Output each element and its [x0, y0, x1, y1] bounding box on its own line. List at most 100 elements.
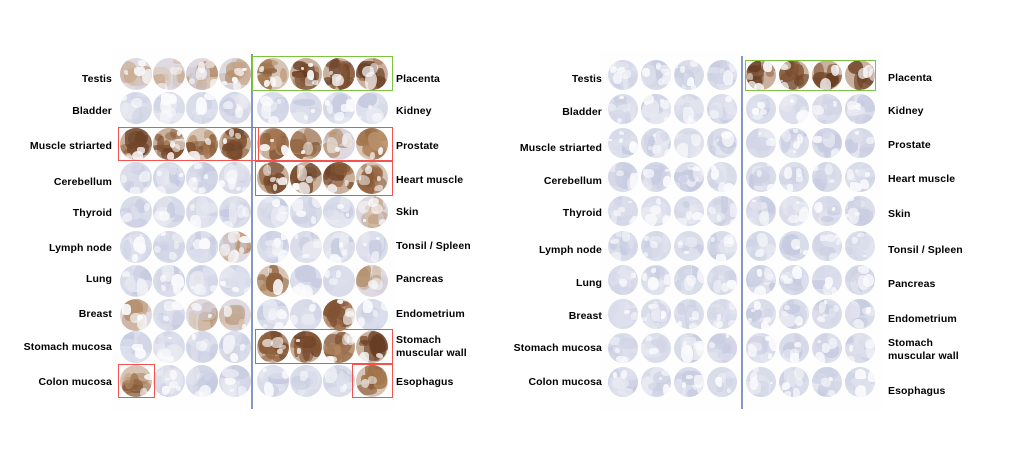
tissue-texture-blob — [356, 383, 377, 395]
tissue-core — [356, 365, 388, 397]
tissue-core — [746, 299, 776, 329]
tissue-void — [192, 238, 203, 249]
tissue-core — [186, 299, 218, 331]
tissue-void — [273, 279, 284, 296]
tissue-texture-blob — [612, 100, 629, 111]
tissue-void — [831, 207, 836, 212]
tissue-texture-blob — [340, 196, 350, 212]
tissue-core — [356, 92, 388, 124]
tissue-texture-blob — [758, 166, 776, 185]
tissue-core — [120, 128, 152, 160]
tissue-void — [752, 367, 760, 372]
tissue-void — [767, 162, 771, 166]
tissue-texture-blob — [234, 333, 251, 346]
tissue-core — [153, 365, 185, 397]
tissue-texture-blob — [356, 266, 371, 287]
tissue-core — [257, 231, 289, 263]
tissue-texture-blob — [209, 145, 216, 158]
tissue-void — [235, 186, 241, 192]
tissue-void — [344, 331, 355, 343]
tissue-texture-blob — [323, 141, 340, 158]
tissue-void — [631, 272, 636, 278]
tissue-texture-blob — [620, 81, 631, 89]
tissue-void — [264, 381, 274, 397]
tissue-texture-blob — [685, 253, 697, 261]
tissue-void — [857, 266, 869, 274]
tissue-core — [153, 92, 185, 124]
tissue-texture-blob — [162, 139, 171, 156]
tissue-void — [159, 96, 172, 114]
tissue-texture-blob — [611, 209, 617, 226]
tissue-texture-blob — [779, 95, 797, 107]
tissue-core — [845, 128, 875, 158]
tissue-texture-blob — [200, 203, 218, 214]
tissue-void — [663, 286, 671, 295]
tissue-texture-blob — [201, 174, 214, 194]
tissue-texture-blob — [685, 66, 701, 75]
tissue-texture-blob — [688, 166, 697, 183]
tissue-texture-blob — [160, 365, 172, 384]
tissue-void — [240, 344, 245, 351]
tissue-void — [847, 101, 858, 110]
tissue-void — [798, 321, 802, 325]
tissue-core — [845, 162, 875, 192]
tissue-texture-blob — [195, 196, 204, 209]
tissue-core — [323, 365, 355, 397]
tissue-void — [263, 164, 272, 176]
tissue-void — [142, 187, 152, 194]
tissue-texture-blob — [314, 231, 321, 246]
tissue-void — [709, 342, 715, 348]
tissue-void — [686, 210, 693, 220]
tissue-void — [854, 385, 866, 397]
tissue-texture-blob — [131, 106, 152, 124]
tissue-void — [368, 197, 380, 208]
tissue-texture-blob — [270, 174, 281, 194]
tissue-void — [371, 203, 384, 215]
tissue-void — [272, 322, 284, 331]
tissue-texture-blob — [860, 196, 867, 209]
tissue-void — [172, 282, 181, 295]
tissue-void — [324, 356, 335, 363]
tissue-texture-blob — [340, 63, 351, 85]
tissue-void — [155, 82, 168, 90]
tissue-core — [674, 162, 704, 192]
tissue-void — [642, 94, 655, 105]
tissue-void — [338, 242, 343, 249]
tissue-void — [125, 152, 133, 160]
tissue-core — [641, 265, 671, 295]
tissue-void — [162, 315, 170, 321]
tissue-core — [641, 94, 671, 124]
tissue-void — [866, 341, 875, 361]
tissue-texture-blob — [720, 196, 729, 214]
tissue-core — [674, 333, 704, 363]
tissue-texture-blob — [259, 132, 272, 150]
tissue-void — [674, 63, 679, 68]
tissue-void — [167, 152, 175, 160]
tissue-void — [229, 388, 235, 393]
tissue-void — [795, 245, 800, 249]
tissue-void — [228, 129, 235, 138]
tissue-core — [290, 162, 322, 194]
tissue-texture-blob — [198, 311, 217, 323]
tissue-texture-blob — [376, 321, 383, 331]
tissue-void — [793, 128, 798, 134]
tissue-core — [812, 367, 842, 397]
tissue-texture-blob — [616, 388, 634, 396]
tissue-core — [153, 331, 185, 363]
tissue-void — [307, 69, 314, 80]
tissue-void — [158, 348, 172, 361]
tissue-void — [141, 69, 152, 84]
tissue-void — [193, 390, 206, 397]
tissue-void — [300, 371, 309, 381]
tissue-void — [194, 163, 203, 170]
tissue-core — [674, 367, 704, 397]
tissue-void — [270, 336, 284, 349]
tissue-texture-blob — [696, 132, 704, 151]
tissue-void — [759, 211, 769, 225]
tissue-void — [757, 101, 765, 110]
tissue-texture-blob — [323, 343, 342, 356]
tissue-texture-blob — [709, 60, 721, 81]
tissue-void — [160, 274, 166, 283]
tissue-void — [663, 176, 671, 188]
tissue-void — [359, 175, 371, 185]
